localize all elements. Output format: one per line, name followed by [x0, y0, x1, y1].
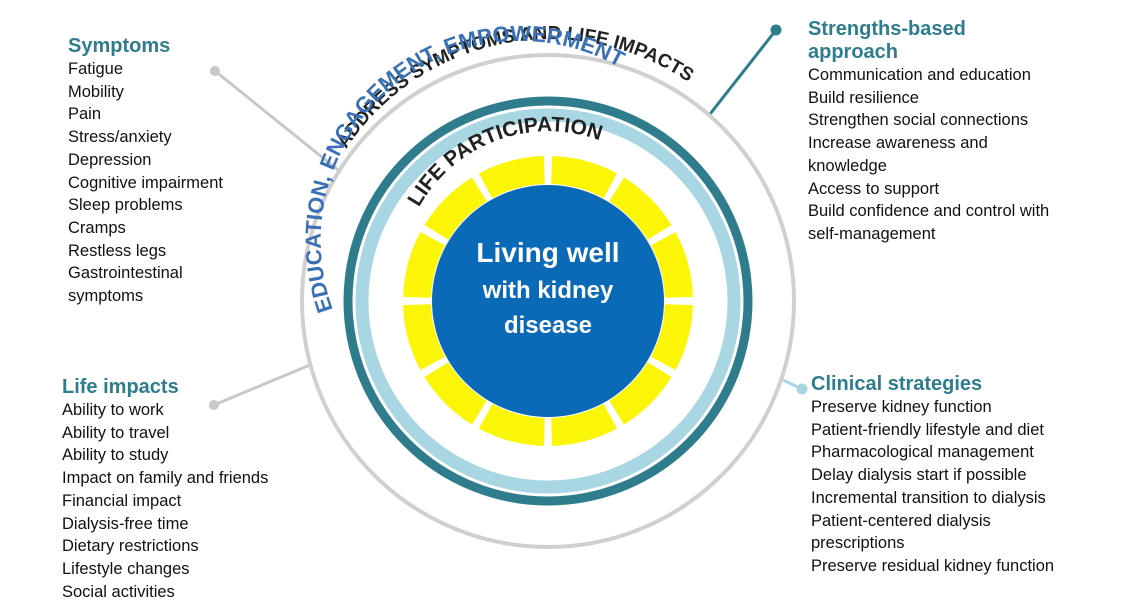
list-item: Cramps	[68, 218, 126, 237]
connector-life-impacts-dot	[209, 400, 219, 410]
yellow-segment	[424, 362, 487, 425]
center-circle	[432, 185, 664, 417]
strengths-title-line-2: approach	[808, 41, 899, 63]
list-item: self-management	[808, 224, 936, 243]
clinical-title: Clinical strategies	[811, 373, 983, 395]
life-impacts-title: Life impacts	[62, 376, 179, 398]
connector-strengths-dot	[770, 24, 782, 36]
clinical-panel: Clinical strategies Preserve kidney func…	[811, 373, 1054, 578]
yellow-segment	[551, 403, 617, 446]
list-item: Pain	[68, 105, 102, 124]
yellow-segment	[609, 177, 672, 240]
strengths-list: Communication and education Build resili…	[808, 64, 1049, 246]
list-item: Increase awareness and	[808, 134, 988, 153]
list-item: Ability to study	[62, 446, 169, 465]
yellow-segment	[479, 403, 545, 446]
list-item: prescriptions	[811, 534, 905, 553]
yellow-segment	[403, 304, 446, 370]
list-item: Fatigue	[68, 60, 124, 78]
list-item: Dietary restrictions	[62, 537, 199, 556]
yellow-segment-ring	[403, 156, 693, 446]
yellow-segment	[479, 156, 545, 199]
yellow-segment	[650, 232, 693, 298]
list-item: Depression	[68, 150, 152, 169]
list-item: symptoms	[68, 287, 144, 306]
center-title-line-1: Living well	[476, 237, 619, 268]
strengths-title-line-1: Strengths-based	[808, 18, 966, 40]
connector-clinical-dot	[796, 383, 808, 395]
list-item: Incremental transition to dialysis	[811, 488, 1046, 507]
life-impacts-panel: Life impacts Ability to work Ability to …	[62, 376, 268, 603]
list-item: Strengthen social connections	[808, 111, 1029, 130]
list-item: Impact on family and friends	[62, 469, 269, 488]
life-impacts-list: Ability to work Ability to travel Abilit…	[62, 399, 268, 603]
list-item: Social activities	[62, 582, 175, 601]
list-item: Ability to travel	[62, 423, 170, 442]
list-item: Sleep problems	[68, 196, 183, 215]
yellow-segment	[403, 232, 446, 298]
list-item: Stress/anxiety	[68, 128, 172, 147]
symptoms-list: Fatigue Mobility Pain Stress/anxiety Dep…	[68, 58, 223, 308]
connector-symptoms	[214, 69, 339, 172]
list-item: Pharmacological management	[811, 443, 1034, 462]
list-item: Build confidence and control with	[808, 202, 1050, 221]
list-item: knowledge	[808, 156, 887, 175]
yellow-segment	[650, 304, 693, 370]
list-item: Gastrointestinal	[68, 264, 183, 283]
list-item: Build resilience	[808, 88, 919, 107]
symptoms-title: Symptoms	[68, 35, 171, 57]
yellow-segment	[424, 177, 487, 240]
list-item: Mobility	[68, 82, 124, 101]
list-item: Lifestyle changes	[62, 559, 190, 578]
connector-life-impacts	[213, 358, 323, 407]
list-item: Patient-friendly lifestyle and diet	[811, 420, 1044, 439]
connector-symptoms-dot	[210, 66, 220, 76]
list-item: Ability to work	[62, 401, 164, 419]
list-item: Delay dialysis start if possible	[811, 466, 1027, 485]
list-item: Cognitive impairment	[68, 173, 223, 192]
list-item: Access to support	[808, 179, 940, 198]
clinical-list: Preserve kidney function Patient-friendl…	[811, 396, 1054, 578]
yellow-segment	[609, 362, 672, 425]
list-item: Preserve residual kidney function	[811, 556, 1055, 575]
list-item: Restless legs	[68, 241, 167, 260]
list-item: Communication and education	[808, 66, 1031, 84]
center-title-line-2: with kidney	[482, 277, 614, 304]
list-item: Financial impact	[62, 491, 182, 510]
list-item: Dialysis-free time	[62, 514, 189, 533]
strengths-panel: Strengths-based approach Communication a…	[808, 18, 1049, 246]
yellow-segment	[551, 156, 617, 199]
strengths-title: Strengths-based approach	[808, 18, 1049, 64]
center-title-line-3: disease	[504, 312, 592, 339]
list-item: Preserve kidney function	[811, 398, 992, 416]
list-item: Patient-centered dialysis	[811, 511, 991, 530]
symptoms-panel: Symptoms Fatigue Mobility Pain Stress/an…	[68, 35, 223, 308]
